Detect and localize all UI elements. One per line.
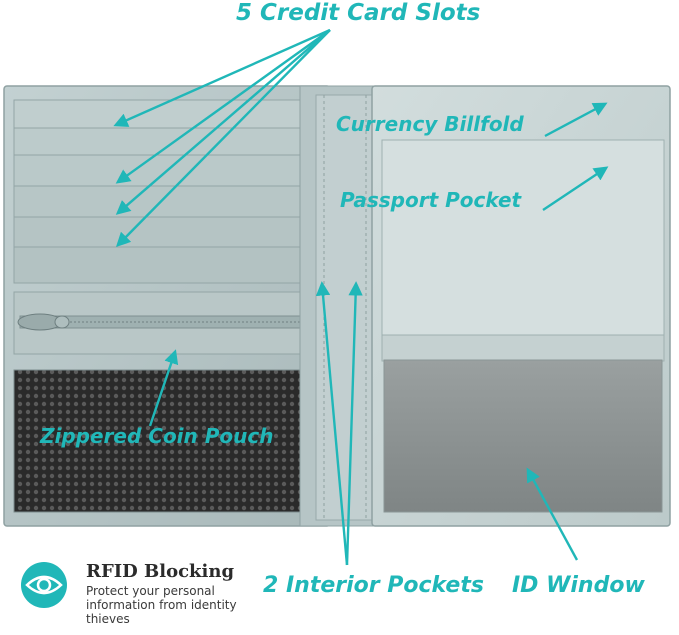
currency-billfold-label: Currency Billfold <box>336 112 524 136</box>
eye-shield-icon <box>21 562 67 608</box>
interior-pockets-label: 2 Interior Pockets <box>263 573 484 598</box>
passport-pocket-label: Passport Pocket <box>340 188 522 212</box>
spine <box>299 85 381 527</box>
id-window <box>383 359 663 513</box>
rfid-title: RFID Blocking <box>86 561 235 582</box>
zipper <box>13 291 307 355</box>
right-panel <box>371 85 671 527</box>
zippered-coin-pouch-label: Zippered Coin Pouch <box>40 424 274 448</box>
rfid-description: Protect your personal information from i… <box>86 584 237 626</box>
left-panel <box>3 85 331 527</box>
credit-card-slots <box>13 99 307 284</box>
id-window-label: ID Window <box>512 573 645 598</box>
annotation-arrows <box>113 28 609 566</box>
credit-card-slots-label: 5 Credit Card Slots <box>236 0 481 26</box>
